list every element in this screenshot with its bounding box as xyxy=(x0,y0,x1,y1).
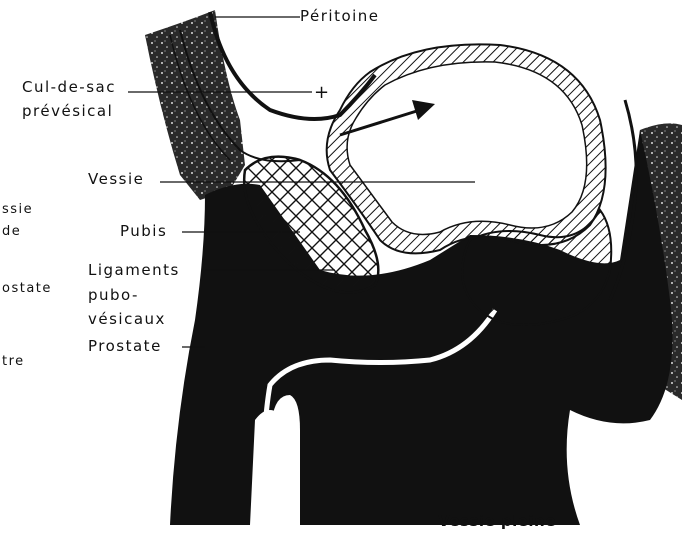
label-plus-mark: + xyxy=(314,84,331,102)
cropped-label-2: de xyxy=(2,225,21,238)
cropped-label-3: ostate xyxy=(2,282,52,295)
label-ligaments-2: pubo- xyxy=(88,288,139,303)
label-pubis: Pubis xyxy=(120,224,167,239)
abdominal-wall xyxy=(145,10,245,200)
cropped-label-1: ssie xyxy=(2,203,33,216)
label-cul-de-sac-1: Cul-de-sac xyxy=(22,80,116,95)
label-ligaments-3: vésicaux xyxy=(88,312,166,327)
cropped-label-4: tre xyxy=(2,355,25,368)
figure-caption: Vessie pleine xyxy=(438,512,556,530)
label-cul-de-sac-2: prévésical xyxy=(22,104,113,119)
label-peritoine: Péritoine xyxy=(300,9,380,24)
label-ligaments-1: Ligaments xyxy=(88,263,180,278)
label-vessie: Vessie xyxy=(88,172,144,187)
label-prostate: Prostate xyxy=(88,339,162,354)
penile-gap xyxy=(272,395,300,525)
bladder-lumen xyxy=(347,62,587,235)
